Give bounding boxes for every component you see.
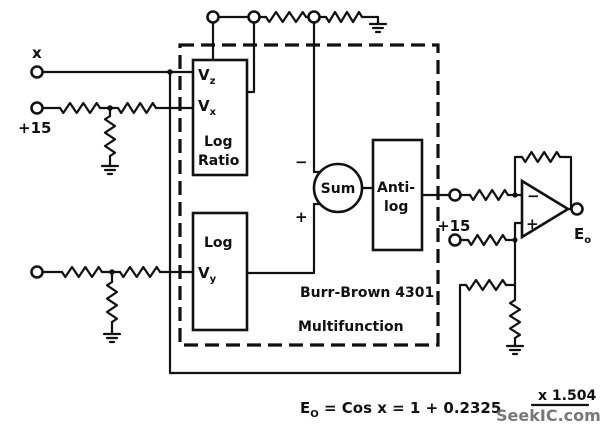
resistor-input — [468, 188, 510, 202]
module-name: Burr-Brown 4301 — [300, 285, 434, 301]
antilog-block — [371, 138, 424, 252]
log-ratio-block — [191, 58, 249, 177]
module-type: Multifunction — [298, 319, 404, 335]
terminal-supply-left — [30, 101, 44, 115]
supply-right-label: +15 — [437, 217, 470, 235]
resistor-vy-2 — [118, 265, 162, 279]
equation: EO = Cos x = 1 + 0.2325 — [300, 399, 501, 420]
junction-supply-left — [107, 105, 113, 111]
resistor-top-1 — [264, 10, 308, 24]
opamp-minus-sign: − — [527, 187, 540, 205]
ground-vy — [102, 330, 122, 344]
wire-feedback — [513, 155, 573, 211]
sum-plus-sign: + — [295, 208, 308, 226]
ground-top — [368, 20, 388, 34]
sum-minus-sign: − — [295, 153, 308, 171]
junction-noninverting — [512, 237, 518, 243]
opamp — [520, 178, 571, 240]
ground-output-stage — [505, 342, 525, 356]
resistor-vy-1 — [60, 265, 104, 279]
resistor-vy-shunt — [105, 280, 119, 324]
resistor-supply-shunt — [103, 114, 117, 158]
resistor-supply-2 — [116, 101, 158, 115]
wire-vx-feed — [245, 21, 256, 94]
resistor-feedback — [520, 150, 562, 164]
junction-vy — [109, 269, 115, 275]
terminal-input-x — [30, 65, 44, 79]
watermark: SeekIC.com — [496, 406, 601, 425]
log-block-title: Log — [204, 235, 233, 251]
resistor-supply-right — [466, 233, 508, 247]
wire-log-to-sum — [245, 202, 322, 275]
terminal-output — [570, 202, 584, 216]
input-x-label: x — [32, 44, 42, 62]
vx-label: Vx — [198, 97, 217, 118]
resistor-supply-1 — [58, 101, 102, 115]
vz-label: Vz — [198, 66, 216, 87]
output-label: Eo — [574, 225, 591, 246]
terminal-antilog-out — [448, 188, 462, 202]
vy-label: Vy — [198, 264, 217, 285]
junction-feedback — [512, 192, 518, 198]
log-block — [191, 211, 249, 332]
log-ratio-title-1: Log — [204, 134, 233, 150]
wire-x-return — [168, 70, 468, 375]
equation-exponent: x 1.504 — [538, 388, 596, 404]
terminal-input-vy — [30, 265, 44, 279]
terminal-supply-right — [448, 233, 462, 247]
resistor-top-2 — [324, 10, 364, 24]
wire-sum-minus — [312, 21, 322, 174]
log-ratio-title-2: Ratio — [198, 153, 240, 169]
ground-supply-left — [100, 162, 120, 176]
sum-label: Sum — [321, 181, 356, 197]
supply-left-label: +15 — [18, 119, 51, 137]
terminal-top-1 — [206, 10, 220, 24]
terminal-top-2 — [247, 10, 261, 24]
antilog-label-2: log — [384, 199, 408, 215]
resistor-x-feed — [464, 278, 508, 292]
resistor-noninverting-shunt — [508, 298, 522, 340]
antilog-label-1: Anti- — [377, 180, 415, 196]
terminal-top-3 — [307, 10, 321, 24]
opamp-plus-sign: + — [526, 215, 539, 233]
